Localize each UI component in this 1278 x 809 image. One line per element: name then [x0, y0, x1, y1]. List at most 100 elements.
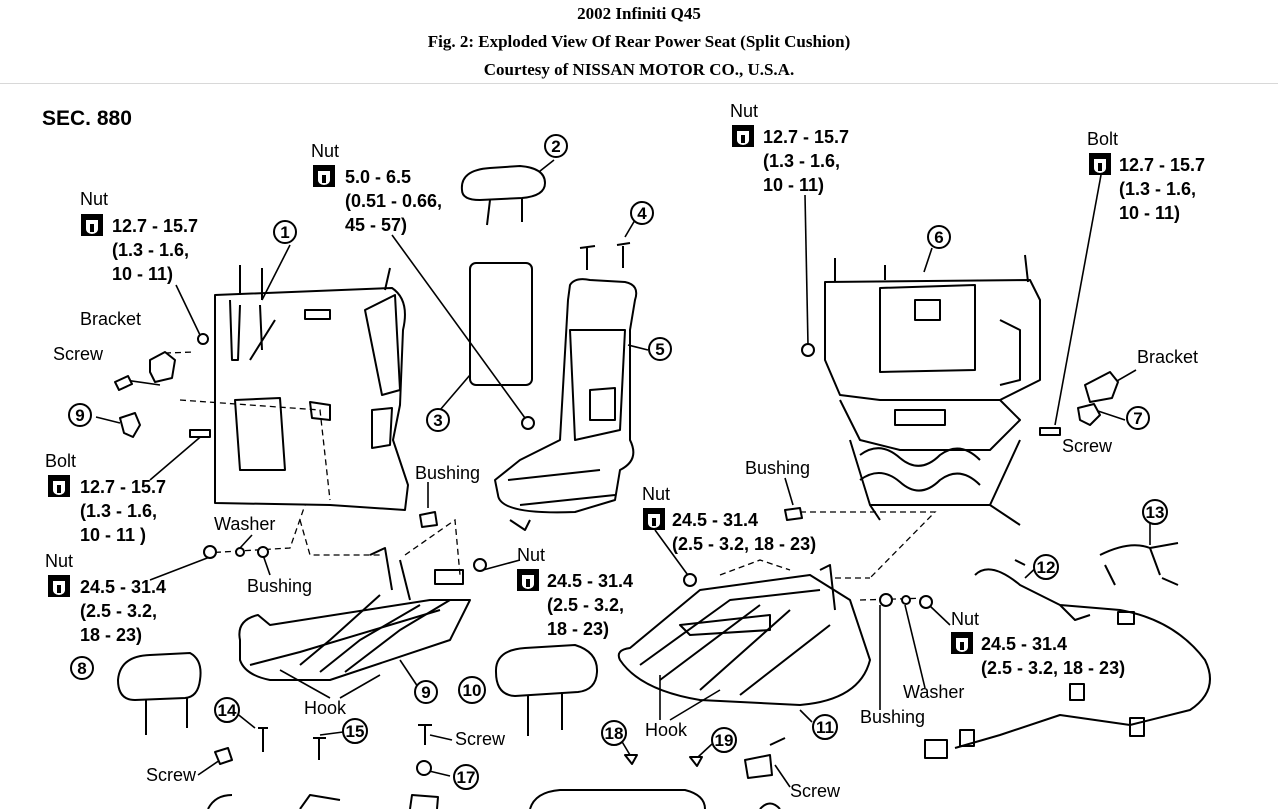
armrest-part-5: [494, 278, 638, 531]
trim-panel-part-3: [469, 262, 533, 386]
fastener-label: Nut: [642, 484, 670, 504]
washer-label-right: Washer: [903, 682, 964, 702]
torque-nm: 12.7 - 15.7: [80, 477, 166, 497]
nut-torque-icon: [643, 508, 665, 530]
callout-13: 13: [1142, 499, 1168, 525]
callout-number: 1: [280, 223, 289, 242]
screw-label-bottom-right: Screw: [790, 781, 841, 801]
torque-spec-nut-lower-center: Nut 24.5 - 31.4 (2.5 - 3.2, 18 - 23): [517, 545, 633, 639]
screw-label-bottom-left: Screw: [146, 765, 197, 785]
callout-number: 10: [463, 681, 482, 700]
bushing-label-left: Bushing: [247, 576, 312, 596]
callout-number: 19: [715, 731, 734, 750]
torque-ftlb: 18 - 23): [547, 619, 609, 639]
exploded-seat-diagram: SEC. 880 Nut 12.7 - 15.7 (1.3 - 1.6, 10 …: [42, 101, 1211, 809]
torque-inlb: 45 - 57): [345, 215, 407, 235]
torque-nm: 12.7 - 15.7: [763, 127, 849, 147]
callout-3: 3: [426, 408, 450, 432]
callout-11: 11: [812, 714, 838, 740]
torque-spec-nut-upper-left: Nut 12.7 - 15.7 (1.3 - 1.6, 10 - 11): [80, 189, 198, 284]
wiring-harness-part-12: [924, 559, 1211, 759]
callout-19: 19: [711, 727, 737, 753]
torque-ftlb: 10 - 11): [1119, 203, 1180, 223]
callout-1: 1: [273, 220, 297, 244]
section-label: SEC. 880: [42, 107, 132, 130]
torque-nm: 12.7 - 15.7: [1119, 155, 1205, 175]
callout-number: 5: [655, 340, 664, 359]
callout-number: 4: [637, 204, 647, 223]
torque-spec-nut-lower-left: Nut 24.5 - 31.4 (2.5 - 3.2, 18 - 23): [45, 551, 166, 645]
screw-label-right: Screw: [1062, 436, 1113, 456]
screw-label-left: Screw: [53, 344, 104, 364]
callout-number: 14: [218, 701, 237, 720]
headrest-part-2: [460, 165, 546, 226]
callout-7: 7: [1126, 406, 1150, 430]
torque-kgm: (1.3 - 1.6,: [1119, 179, 1196, 199]
nut-torque-icon: [517, 569, 539, 591]
figure-courtesy: Courtesy of NISSAN MOTOR CO., U.S.A.: [483, 60, 795, 79]
seat-cushion-frame-right-part-11: [617, 564, 871, 706]
torque-kgm: (1.3 - 1.6,: [112, 240, 189, 260]
callout-number: 15: [346, 722, 365, 741]
fastener-label: Bolt: [45, 451, 76, 471]
torque-spec-bolt-left: Bolt 12.7 - 15.7 (1.3 - 1.6, 10 - 11 ): [45, 451, 166, 545]
torque-nm: 24.5 - 31.4: [981, 634, 1067, 654]
nut-torque-icon: [732, 125, 754, 147]
callout-number: 6: [934, 228, 943, 247]
assembly-dashed-lines: [164, 351, 937, 601]
bracket-part-left: [149, 351, 176, 383]
torque-nm: 24.5 - 31.4: [672, 510, 758, 530]
callout-4: 4: [630, 201, 654, 225]
torque-ftlb: 10 - 11): [763, 175, 824, 195]
callout-18: 18: [601, 720, 627, 746]
bushing-label-center: Bushing: [415, 463, 480, 483]
figure-caption: Fig. 2: Exploded View Of Rear Power Seat…: [427, 32, 851, 51]
bottom-parts-partial: [207, 789, 781, 809]
torque-spec-nut-upper-center: Nut 5.0 - 6.5 (0.51 - 0.66, 45 - 57): [311, 141, 442, 235]
callout-8: 8: [70, 656, 94, 680]
hook-label-left: Hook: [304, 698, 347, 718]
torque-spec-bolt-upper-right: Bolt 12.7 - 15.7 (1.3 - 1.6, 10 - 11): [1087, 129, 1205, 223]
nut-torque-icon: [48, 575, 70, 597]
fastener-label: Nut: [951, 609, 979, 629]
callout-number: 13: [1146, 503, 1165, 522]
callout-2: 2: [544, 134, 568, 158]
headrest-part-10: [494, 644, 599, 736]
torque-ftlb: 10 - 11): [112, 264, 173, 284]
torque-kgm-ftlb: (2.5 - 3.2, 18 - 23): [672, 534, 816, 554]
bracket-label-right: Bracket: [1137, 347, 1198, 367]
fastener-label: Nut: [80, 189, 108, 209]
callout-6: 6: [927, 225, 951, 249]
seat-cushion-frame-left-part-9: [238, 547, 471, 681]
bolt-torque-icon: [1089, 153, 1111, 175]
torque-kgm: (1.3 - 1.6,: [80, 501, 157, 521]
torque-kgm: (2.5 - 3.2,: [80, 601, 157, 621]
callout-5: 5: [648, 337, 672, 361]
torque-spec-nut-upper-right: Nut 12.7 - 15.7 (1.3 - 1.6, 10 - 11): [730, 101, 849, 195]
callout-14: 14: [214, 697, 240, 723]
nut-torque-icon: [951, 632, 973, 654]
nut-torque-icon: [313, 165, 335, 187]
torque-spec-nut-middle-right: Nut 24.5 - 31.4 (2.5 - 3.2, 18 - 23): [642, 484, 816, 554]
callout-10: 10: [458, 676, 486, 704]
callout-number: 9: [421, 683, 430, 702]
nut-torque-icon: [81, 214, 103, 236]
callout-number: 9: [75, 406, 84, 425]
headrest-part-8: [117, 652, 202, 735]
seatback-frame-right-part-6: [824, 254, 1041, 526]
callout-9-lower: 9: [414, 680, 438, 704]
fasteners: [114, 242, 1061, 779]
callout-number: 7: [1133, 409, 1142, 428]
torque-nm: 5.0 - 6.5: [345, 167, 411, 187]
torque-spec-nut-lower-right: Nut 24.5 - 31.4 (2.5 - 3.2, 18 - 23): [951, 609, 1125, 678]
callout-number: 17: [457, 768, 476, 787]
fastener-label: Nut: [45, 551, 73, 571]
bushing-label-right: Bushing: [860, 707, 925, 727]
bolt-torque-icon: [48, 475, 70, 497]
wiring-harness-part-13: [1099, 542, 1179, 586]
callout-17: 17: [453, 764, 479, 790]
torque-nm: 12.7 - 15.7: [112, 216, 198, 236]
fastener-label: Nut: [730, 101, 758, 121]
fastener-label: Bolt: [1087, 129, 1118, 149]
torque-ftlb: 10 - 11 ): [80, 525, 146, 545]
